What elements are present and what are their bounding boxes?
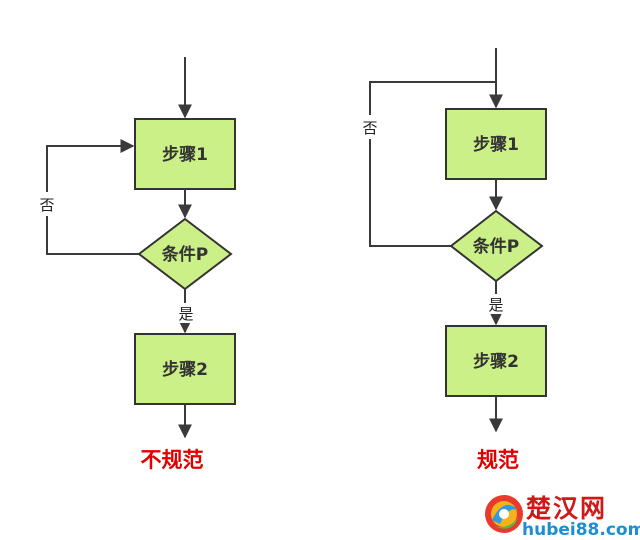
- left-no-label: 否: [39, 196, 54, 214]
- left-step2-label: 步骤2: [162, 359, 208, 380]
- left-yes-label-bg: [175, 303, 197, 323]
- left-no-label-bg: [36, 192, 58, 216]
- site-logo-icon: [485, 495, 523, 533]
- left-flowchart: 步骤1 条件P 否 是 步骤2 不规范: [36, 57, 236, 472]
- right-step1-label: 步骤1: [473, 134, 519, 155]
- right-flowchart: 否 步骤1 条件P 是 步骤2 规范: [359, 48, 547, 472]
- right-yes-label-bg: [485, 294, 507, 314]
- left-caption: 不规范: [141, 448, 204, 472]
- watermark-url: hubei88.com: [522, 520, 640, 540]
- right-step2-label: 步骤2: [473, 351, 519, 372]
- watermark-name: 楚汉网: [526, 494, 608, 523]
- right-caption: 规范: [477, 448, 519, 472]
- left-no-loop-arrow: [46, 139, 139, 255]
- right-condition-label: 条件P: [472, 236, 519, 257]
- right-no-loop-line: [369, 81, 496, 247]
- right-no-label: 否: [362, 119, 377, 137]
- right-yes-label: 是: [488, 296, 503, 314]
- left-condition-label: 条件P: [161, 244, 208, 265]
- left-yes-label: 是: [178, 305, 193, 323]
- right-step1-box: [445, 108, 547, 180]
- left-step1-label: 步骤1: [162, 144, 208, 165]
- right-no-label-bg: [359, 115, 381, 139]
